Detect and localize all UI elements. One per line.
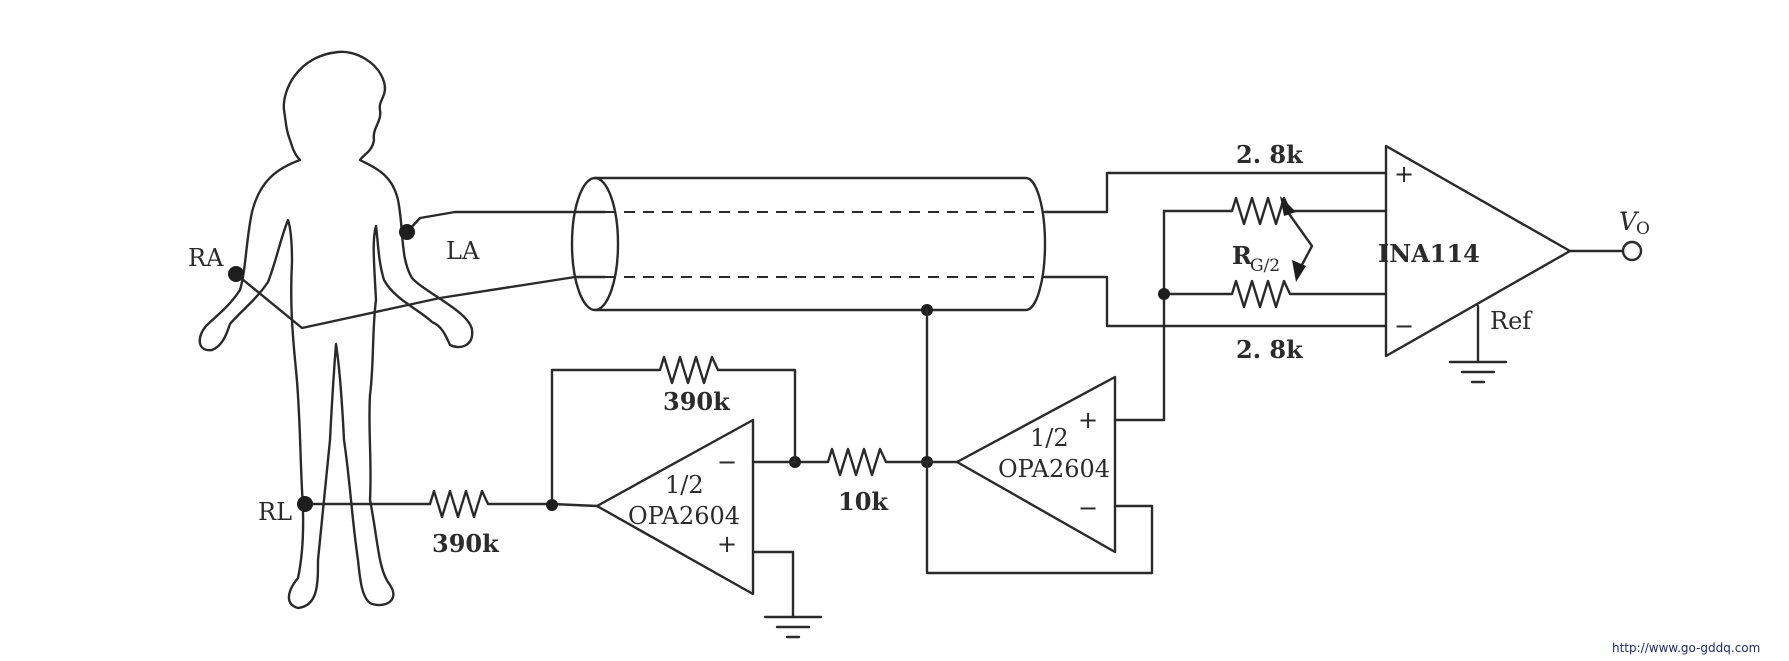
opamp-left-label-2: OPA2604 (628, 502, 740, 530)
r-input-390k-label: 390k (432, 529, 500, 558)
wire-rg-center-to-opamp-plus (1113, 292, 1166, 422)
rl-electrode (297, 496, 313, 512)
ra-lead-wire (234, 272, 577, 330)
r-bottom-2.8k-label: 2. 8k (1236, 335, 1304, 364)
ina-plus-sign: + (1394, 160, 1414, 188)
shielded-cable (570, 176, 1047, 312)
opamp-right-label-1: 1/2 (1030, 424, 1069, 452)
rg-subscript: G/2 (1250, 256, 1280, 276)
la-label: LA (446, 237, 480, 265)
wire-to-ina-plus (1043, 171, 1388, 214)
opamp-left-inverting-junction (546, 499, 558, 511)
ina-minus-sign: − (1394, 312, 1414, 340)
opamp-right-label-2: OPA2604 (998, 455, 1110, 483)
rl-label: RL (258, 498, 292, 526)
opamp-ground-symbol (763, 615, 823, 639)
opamp-right-plus: + (1078, 406, 1098, 434)
vo-label: V (1619, 207, 1640, 236)
ina-ref-label: Ref (1490, 307, 1533, 335)
opamp-left-triangle (595, 418, 755, 596)
opamp-right-triangle (955, 375, 1117, 554)
r-feedback-390k-label: 390k (663, 387, 731, 416)
la-electrode (399, 224, 415, 240)
opamp-right-minus: − (1078, 494, 1098, 522)
r-10k-label: 10k (838, 487, 889, 516)
watermark-url: http://www.go-gddq.com (1612, 641, 1760, 655)
rg-center-junction (1158, 288, 1170, 300)
human-body-outline (198, 50, 474, 610)
opamp-left-label-1: 1/2 (665, 471, 704, 499)
ra-electrode (228, 266, 244, 282)
ref-ground-symbol (1448, 360, 1508, 384)
r-10k-resistor (793, 447, 929, 477)
opamp-left-plus: + (717, 530, 737, 558)
r-input-390k-resistor (428, 489, 599, 519)
ina114-label: INA114 (1378, 239, 1480, 268)
opamp-left-minus: − (717, 448, 737, 476)
opamp-right-feedback (925, 460, 1154, 575)
vo-subscript: O (1636, 219, 1650, 239)
wire-to-ina-minus (1043, 275, 1388, 328)
opamp-left-plus-to-ground (751, 550, 795, 619)
rg-top-resistor (1162, 196, 1388, 226)
output-terminal (1621, 240, 1643, 262)
rg-label: R (1232, 241, 1253, 270)
rg-bottom-resistor (1162, 279, 1388, 309)
ina114-triangle (1384, 144, 1572, 358)
la-lead-wire (405, 210, 577, 234)
r-top-2.8k-label: 2. 8k (1236, 140, 1304, 169)
r-feedback-390k-resistor (550, 355, 797, 508)
ra-label: RA (188, 244, 224, 272)
